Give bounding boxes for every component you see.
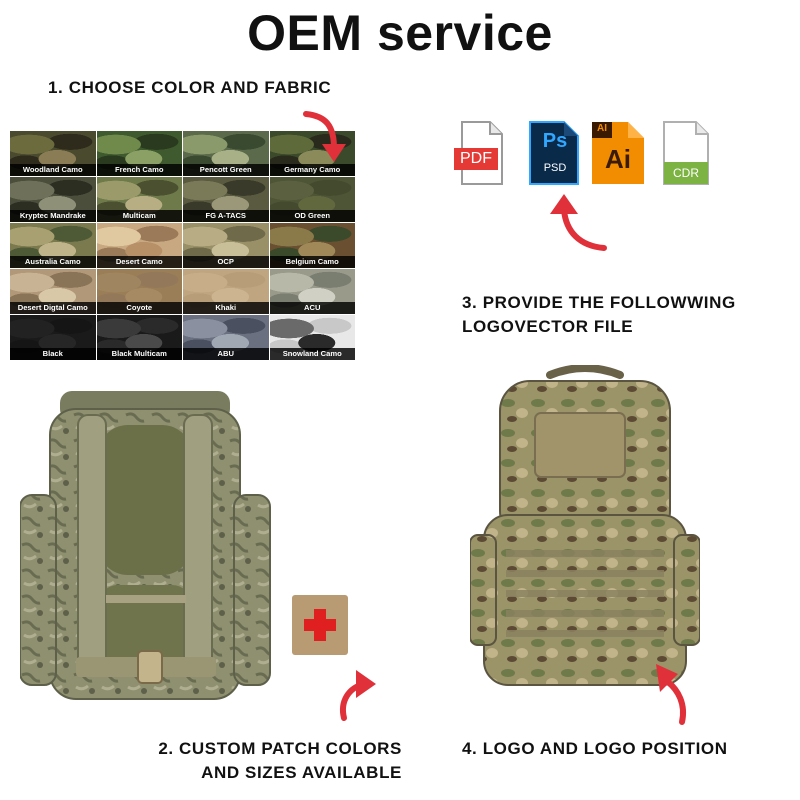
medical-patch: [292, 595, 348, 655]
fabric-swatch: Woodland Camo: [10, 131, 96, 176]
fabric-swatch: Khaki: [183, 269, 269, 314]
fabric-swatch-label: ACU: [269, 302, 355, 314]
fabric-swatch: Black: [10, 315, 96, 360]
file-pdf-icon: PDF: [452, 120, 506, 186]
fabric-swatch: FG A-TACS: [183, 177, 269, 222]
fabric-swatch-label: Snowland Camo: [269, 348, 355, 360]
file-ai-icon: AI Ai: [588, 120, 644, 186]
fabric-swatch-label: OCP: [183, 256, 269, 268]
fabric-swatch: Pencott Green: [183, 131, 269, 176]
fabric-swatch-label: Belgium Camo: [269, 256, 355, 268]
step-2-heading: 2. CUSTOM PATCH COLORS AND SIZES AVAILAB…: [106, 737, 402, 785]
psd-logo-text: Ps: [542, 130, 568, 152]
backpack-rear-image: [20, 391, 271, 700]
backpack-front-image: [470, 365, 700, 686]
fabric-swatch-label: Black: [10, 348, 96, 360]
step-3-heading: 3. PROVIDE THE FOLLOWWING LOGOVECTOR FIL…: [462, 291, 736, 339]
fabric-swatch: Snowland Camo: [269, 315, 355, 360]
fabric-swatch-label: Pencott Green: [183, 164, 269, 176]
fabric-swatch: ACU: [269, 269, 355, 314]
fabric-swatch-label: Desert Digtal Camo: [10, 302, 96, 314]
fabric-swatch: Kryptec Mandrake: [10, 177, 96, 222]
arrow-curved-icon: [656, 664, 686, 725]
fabric-swatch-label: Desert Camo: [96, 256, 182, 268]
fabric-swatch: ABU: [183, 315, 269, 360]
arrow-curved-icon: [550, 194, 607, 251]
step-2-line-1: 2. CUSTOM PATCH COLORS: [158, 739, 402, 758]
step-3-line-2: LOGOVECTOR FILE: [462, 317, 634, 336]
medical-cross-icon: [304, 609, 336, 641]
pdf-label: PDF: [460, 150, 492, 167]
fabric-swatch-label: Kryptec Mandrake: [10, 210, 96, 222]
fabric-swatch-label: Multicam: [96, 210, 182, 222]
fabric-swatch: OCP: [183, 223, 269, 268]
fabric-swatch-label: Woodland Camo: [10, 164, 96, 176]
fabric-swatch-label: French Camo: [96, 164, 182, 176]
fabric-swatch: Coyote: [96, 269, 182, 314]
fabric-swatch-label: Coyote: [96, 302, 182, 314]
fabric-swatch: Australia Camo: [10, 223, 96, 268]
fabric-swatch-label: Black Multicam: [96, 348, 182, 360]
cdr-label: CDR: [673, 166, 699, 180]
step-3-line-1: 3. PROVIDE THE FOLLOWWING: [462, 293, 736, 312]
fabric-swatch: Multicam: [96, 177, 182, 222]
arrow-curved-icon: [340, 670, 376, 721]
fabric-swatch-label: OD Green: [269, 210, 355, 222]
fabric-swatch: French Camo: [96, 131, 182, 176]
ai-logo-text: Ai: [605, 144, 631, 174]
fabric-swatch: Germany Camo: [269, 131, 355, 176]
ai-small-label: AI: [597, 123, 607, 134]
fabric-swatch: Desert Camo: [96, 223, 182, 268]
page-title: OEM service: [247, 5, 553, 61]
step-2-line-2: AND SIZES AVAILABLE: [201, 763, 402, 782]
fabric-swatch: OD Green: [269, 177, 355, 222]
fabric-swatch-label: Australia Camo: [10, 256, 96, 268]
file-psd-icon: Ps PSD: [528, 120, 582, 186]
fabric-swatch-label: ABU: [183, 348, 269, 360]
arrow-curved-icon: [303, 111, 346, 162]
fabric-swatch: Belgium Camo: [269, 223, 355, 268]
fabric-swatch-label: Khaki: [183, 302, 269, 314]
file-cdr-icon: CDR: [658, 120, 712, 186]
fabric-swatch: Black Multicam: [96, 315, 182, 360]
fabric-swatch-label: FG A-TACS: [183, 210, 269, 222]
step-1-heading: 1. CHOOSE COLOR AND FABRIC: [48, 78, 332, 97]
step-4-heading: 4. LOGO AND LOGO POSITION: [462, 739, 728, 758]
fabric-swatch: Desert Digtal Camo: [10, 269, 96, 314]
fabric-swatch-label: Germany Camo: [269, 164, 355, 176]
psd-label: PSD: [543, 162, 567, 174]
